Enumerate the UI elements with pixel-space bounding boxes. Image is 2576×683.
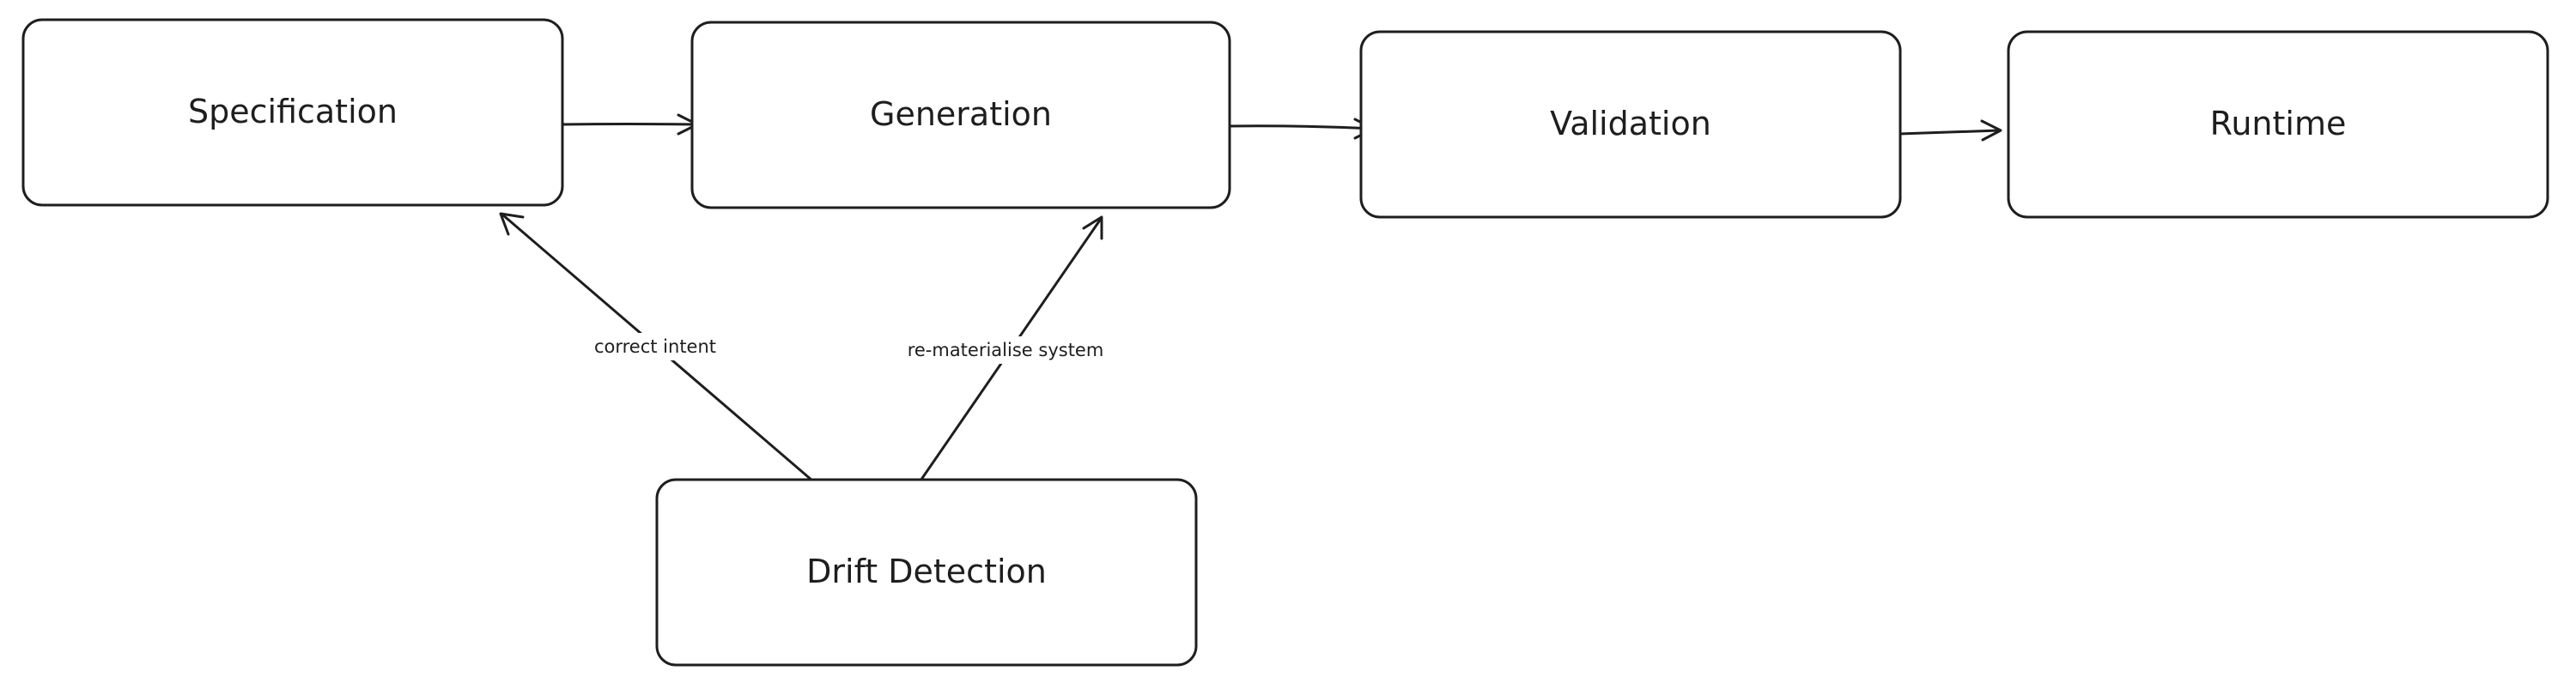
edge-generation-validation xyxy=(1224,118,1376,140)
node-label: Specification xyxy=(188,93,398,130)
arrow-head xyxy=(499,212,525,236)
arrow-head xyxy=(1082,215,1103,240)
node-validation[interactable]: Validation xyxy=(1359,30,1902,219)
node-box xyxy=(21,18,564,207)
node-generation[interactable]: Generation xyxy=(690,21,1231,209)
edge-drift-specification: correct intent xyxy=(499,212,814,482)
arrow-head xyxy=(1980,119,2002,142)
node-label: Validation xyxy=(1550,105,1711,142)
node-label: Generation xyxy=(870,95,1052,133)
edge-drift-generation: re-materialise system xyxy=(899,215,1112,487)
edge-label-correct-intent: correct intent xyxy=(594,336,716,357)
node-box xyxy=(690,21,1231,209)
edge-specification-generation xyxy=(561,113,699,136)
node-drift-detection[interactable]: Drift Detection xyxy=(655,478,1198,667)
arrow-line xyxy=(1898,129,2001,136)
edge-label-re-materialise-system: re-materialise system xyxy=(908,340,1104,360)
node-label: Runtime xyxy=(2210,105,2347,142)
node-box xyxy=(655,478,1198,667)
node-label: Drift Detection xyxy=(806,553,1047,590)
edge-validation-runtime xyxy=(1898,119,2002,142)
node-specification[interactable]: Specification xyxy=(21,18,564,207)
node-box xyxy=(2007,30,2549,219)
arrow-line xyxy=(1224,124,1374,130)
node-box xyxy=(1359,30,1902,219)
arrow-line xyxy=(561,123,697,126)
edge-label-background xyxy=(582,333,728,360)
node-runtime[interactable]: Runtime xyxy=(2007,30,2549,219)
edge-label-background xyxy=(899,336,1112,364)
